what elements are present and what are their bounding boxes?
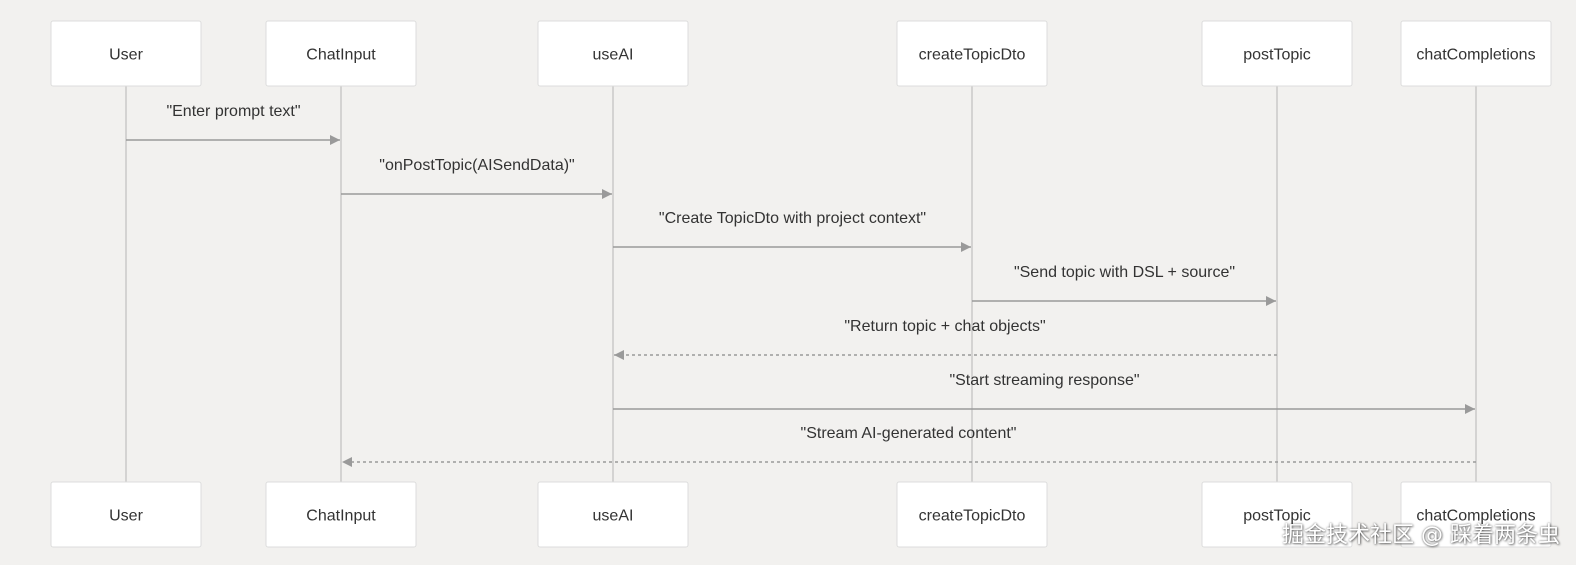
participant-bottom-useAI: useAI <box>537 481 689 548</box>
participant-box <box>1201 481 1353 548</box>
participant-box <box>537 20 689 87</box>
participant-box <box>50 481 202 548</box>
participant-bottom-user: User <box>50 481 202 548</box>
message-5: "Return topic + chat objects" <box>614 318 1277 360</box>
participant-bottom-createTopicDto: createTopicDto <box>896 481 1048 548</box>
participant-top-chatCompletions: chatCompletions <box>1400 20 1552 87</box>
participant-box <box>896 481 1048 548</box>
message-1: "Enter prompt text" <box>126 103 340 145</box>
message-7: "Stream AI-generated content" <box>342 425 1476 467</box>
participant-label: User <box>109 508 143 525</box>
message-label: "Stream AI-generated content" <box>801 425 1017 442</box>
message-4: "Send topic with DSL + source" <box>972 264 1276 306</box>
participant-box <box>1201 20 1353 87</box>
participant-top-createTopicDto: createTopicDto <box>896 20 1048 87</box>
participant-box <box>1400 481 1552 548</box>
message-label: "Start streaming response" <box>949 372 1139 389</box>
participant-label: chatCompletions <box>1416 508 1535 525</box>
participant-label: ChatInput <box>306 47 376 64</box>
participant-bottom-chatInput: ChatInput <box>265 481 417 548</box>
participant-bottom-chatCompletions: chatCompletions <box>1400 481 1552 548</box>
message-label: "onPostTopic(AISendData)" <box>379 157 574 174</box>
participant-top-useAI: useAI <box>537 20 689 87</box>
participant-label: postTopic <box>1243 47 1311 64</box>
participant-top-postTopic: postTopic <box>1201 20 1353 87</box>
participant-label: createTopicDto <box>919 47 1026 64</box>
watermark: 掘金技术社区 @ 踩着两条虫 <box>1282 523 1560 548</box>
participant-box <box>896 20 1048 87</box>
participant-label: chatCompletions <box>1416 47 1535 64</box>
message-2: "onPostTopic(AISendData)" <box>341 157 612 199</box>
participant-label: User <box>109 47 143 64</box>
participant-top-chatInput: ChatInput <box>265 20 417 87</box>
participant-label: ChatInput <box>306 508 376 525</box>
message-label: "Create TopicDto with project context" <box>659 210 926 227</box>
participant-top-user: User <box>50 20 202 87</box>
participant-box <box>265 20 417 87</box>
message-label: "Send topic with DSL + source" <box>1014 264 1235 281</box>
participant-label: createTopicDto <box>919 508 1026 525</box>
participant-box <box>1400 20 1552 87</box>
participant-box <box>50 20 202 87</box>
participant-box <box>537 481 689 548</box>
message-3: "Create TopicDto with project context" <box>613 210 971 252</box>
message-label: "Return topic + chat objects" <box>844 318 1045 335</box>
participant-label: useAI <box>593 508 634 525</box>
participant-label: postTopic <box>1243 508 1311 525</box>
participant-box <box>265 481 417 548</box>
participant-label: useAI <box>593 47 634 64</box>
message-6: "Start streaming response" <box>613 372 1475 414</box>
participant-bottom-postTopic: postTopic <box>1201 481 1353 548</box>
message-label: "Enter prompt text" <box>166 103 300 120</box>
